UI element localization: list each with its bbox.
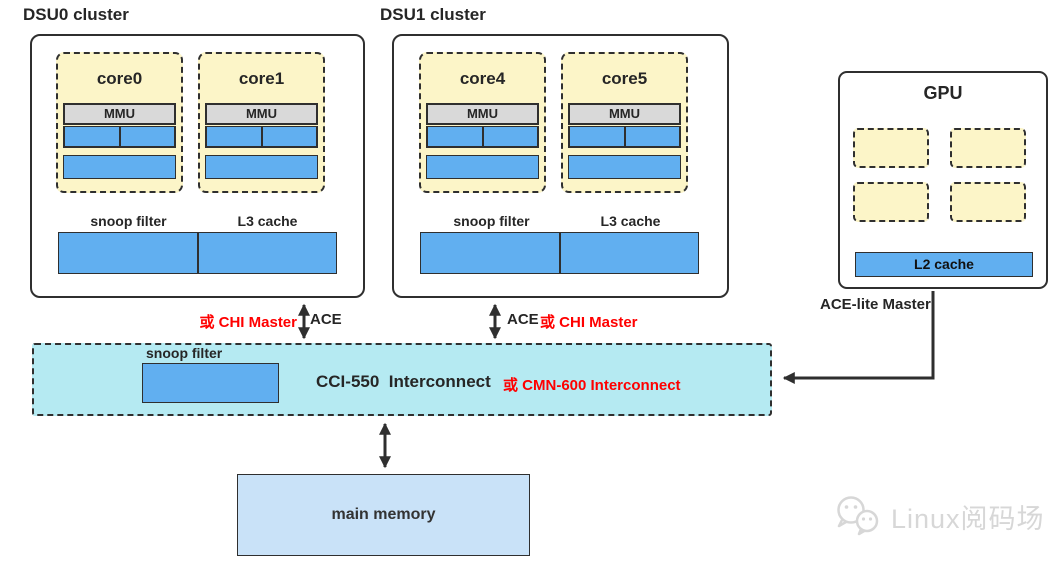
core4-l2-cache xyxy=(426,155,539,179)
dsu0-ace-label: ACE xyxy=(310,311,342,328)
gpu-shader-core-4 xyxy=(950,182,1026,222)
dsu0-l3-cache-cell xyxy=(199,233,336,273)
core0-label: core0 xyxy=(96,69,143,88)
dsu0-chi-master-label: 或 CHI Master xyxy=(199,314,297,331)
core5-l2-cache xyxy=(568,155,681,179)
core0-l1-caches xyxy=(63,126,176,148)
core5-mmu: MMU xyxy=(568,103,681,125)
watermark: Linux阅码场 xyxy=(832,493,1045,539)
interconnect-snoop-filter-label: snoop filter xyxy=(146,345,223,361)
core0-mmu: MMU xyxy=(63,103,176,125)
gpu-title: GPU xyxy=(923,83,963,103)
dsu1-chi-master-label: 或 CHI Master xyxy=(540,314,638,331)
core4-mmu: MMU xyxy=(426,103,539,125)
core5-block: core5 MMU xyxy=(561,52,688,193)
main-memory-box: main memory xyxy=(237,474,530,556)
core0-l1-dcache xyxy=(121,127,175,146)
dsu1-cluster-title: DSU1 cluster xyxy=(380,5,486,24)
interconnect-snoop-filter-box xyxy=(142,363,279,403)
gpu-shader-core-3 xyxy=(853,182,929,222)
core4-label: core4 xyxy=(459,69,506,88)
gpu-shader-core-2 xyxy=(950,128,1026,168)
core0-l1-icache xyxy=(65,127,121,146)
dsu0-snoop-filter-label: snoop filter xyxy=(90,213,167,229)
dsu1-snoop-l3-bar xyxy=(420,232,699,274)
gpu-ace-lite-master-label: ACE-lite Master xyxy=(820,296,931,313)
dsu1-snoop-filter-label: snoop filter xyxy=(453,213,530,229)
dsu1-l3-cache-label: L3 cache xyxy=(600,213,661,229)
core4-block: core4 MMU xyxy=(419,52,546,193)
core1-block: core1 MMU xyxy=(198,52,325,193)
core1-l1-caches xyxy=(205,126,318,148)
core4-l1-dcache xyxy=(484,127,538,146)
dsu0-snoop-filter-cell xyxy=(59,233,199,273)
core5-l1-dcache xyxy=(626,127,680,146)
core1-l1-dcache xyxy=(263,127,317,146)
core4-l1-icache xyxy=(428,127,484,146)
core0-l2-cache xyxy=(63,155,176,179)
gpu-shader-core-1 xyxy=(853,128,929,168)
main-memory-label: main memory xyxy=(331,506,436,523)
dsu0-cluster-title: DSU0 cluster xyxy=(23,5,129,24)
dsu0-l3-cache-label: L3 cache xyxy=(237,213,298,229)
core5-l1-icache xyxy=(570,127,626,146)
dsu1-ace-label: ACE xyxy=(507,311,539,328)
core5-label: core5 xyxy=(601,69,648,88)
watermark-text: Linux阅码场 xyxy=(891,503,1045,534)
core1-l2-cache xyxy=(205,155,318,179)
core4-l1-caches xyxy=(426,126,539,148)
core1-mmu: MMU xyxy=(205,103,318,125)
dsu0-snoop-l3-bar xyxy=(58,232,337,274)
interconnect-alt-name: 或 CMN-600 Interconnect xyxy=(503,377,681,394)
core5-l1-caches xyxy=(568,126,681,148)
core1-label: core1 xyxy=(238,69,285,88)
interconnect-name: CCI-550 Interconnect xyxy=(316,372,491,391)
dsu1-l3-cache-cell xyxy=(561,233,698,273)
core1-l1-icache xyxy=(207,127,263,146)
wechat-icon xyxy=(837,496,879,536)
dsu1-snoop-filter-cell xyxy=(421,233,561,273)
gpu-l2-cache: L2 cache xyxy=(855,252,1033,277)
core0-block: core0 MMU xyxy=(56,52,183,193)
